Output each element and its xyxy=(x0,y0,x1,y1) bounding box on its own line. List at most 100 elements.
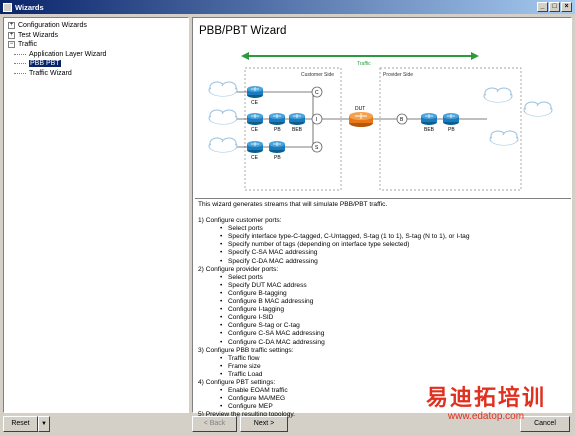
tree-item-test-wizards[interactable]: + Test Wizards xyxy=(6,31,186,41)
customer-cloud-2 xyxy=(208,109,238,125)
description-step: Configure MEP xyxy=(220,403,568,411)
provider-cloud-bottom xyxy=(489,130,519,146)
maximize-button[interactable]: □ xyxy=(549,2,560,12)
traffic-arrow-right-head xyxy=(471,52,479,60)
description-step: Enable EOAM traffic xyxy=(220,387,568,395)
tree-item-application-layer-wizard[interactable]: Application Layer Wizard xyxy=(6,50,186,60)
tree-item-label: Configuration Wizards xyxy=(18,22,87,30)
description-step: Configure B-tagging xyxy=(220,290,568,298)
tree-item-traffic-wizard[interactable]: Traffic Wizard xyxy=(6,69,186,79)
beb-router-icon xyxy=(420,112,438,126)
ce-label: CE xyxy=(251,100,259,106)
expand-icon[interactable]: + xyxy=(8,31,15,39)
description-section-heading: 2) Configure provider ports: xyxy=(198,265,279,273)
description-step: Configure C-DA MAC addressing xyxy=(220,339,568,347)
description-step: Configure I-tagging xyxy=(220,306,568,314)
back-button[interactable]: < Back xyxy=(192,416,237,432)
pb-label: PB xyxy=(448,127,455,133)
cancel-button[interactable]: Cancel xyxy=(520,416,570,432)
customer-cloud-1 xyxy=(208,81,238,97)
description-step: Configure C-SA MAC addressing xyxy=(220,330,568,338)
beb-label: BEB xyxy=(424,127,435,133)
pb-label: PB xyxy=(274,127,281,133)
tree-item-label: PBB PBT xyxy=(29,60,61,68)
description-step: Specify interface type-C-tagged, C-Untag… xyxy=(220,233,568,241)
ce-router-icon xyxy=(246,140,264,154)
description-step: Frame size xyxy=(220,363,568,371)
minimize-button[interactable]: _ xyxy=(537,2,548,12)
expand-icon[interactable]: + xyxy=(8,22,15,30)
description-step: Specify DUT MAC address xyxy=(220,282,568,290)
description-step: Configure MA/MEG xyxy=(220,395,568,403)
dut-router-icon xyxy=(349,112,373,127)
tree-item-pbb-pbt[interactable]: PBB PBT xyxy=(6,59,186,69)
wizard-description: This wizard generates streams that will … xyxy=(195,198,571,418)
tree-item-label: Traffic xyxy=(18,41,38,49)
i-port-label: I xyxy=(316,117,317,123)
description-section-heading: 1) Configure customer ports: xyxy=(198,217,282,225)
next-button[interactable]: Next > xyxy=(240,416,288,432)
pb-router-icon xyxy=(268,140,286,154)
c-port-label: C xyxy=(315,90,319,96)
collapse-icon[interactable]: − xyxy=(8,41,15,49)
s-port-marker xyxy=(311,141,323,153)
window-title: Wizards xyxy=(15,2,44,12)
wizard-content-pane: PBB/PBT Wizard Traffic Customer Side Pro… xyxy=(192,17,572,418)
description-step: Configure B MAC addressing xyxy=(220,298,568,306)
reset-button[interactable]: Reset xyxy=(3,416,38,432)
ce-router-icon xyxy=(246,85,264,99)
description-step-list: Select portsSpecify DUT MAC addressConfi… xyxy=(198,274,568,347)
description-section-heading: 3) Configure PBB traffic settings: xyxy=(198,346,294,354)
chevron-down-icon: ▼ xyxy=(41,421,47,427)
description-step-list: Select portsSpecify interface type-C-tag… xyxy=(198,225,568,266)
provider-cloud-mid xyxy=(523,101,553,117)
description-section-heading: 4) Configure PBT settings: xyxy=(198,378,276,386)
description-step: Configure I-SID xyxy=(220,314,568,322)
reset-dropdown-button[interactable]: ▼ xyxy=(38,416,50,432)
wizard-footer: Reset ▼ < Back Next > Cancel xyxy=(0,416,575,436)
description-step: Specify C-DA MAC addressing xyxy=(220,258,568,266)
i-port-marker xyxy=(311,113,323,125)
b-port-label: B xyxy=(400,117,404,123)
description-step-list: Traffic flowFrame sizeTraffic Load xyxy=(198,355,568,379)
tree-item-label: Application Layer Wizard xyxy=(29,50,107,58)
ce-router-icon xyxy=(246,112,264,126)
traffic-arrow-left-head xyxy=(241,52,249,60)
page-title: PBB/PBT Wizard xyxy=(199,25,287,37)
traffic-label: Traffic xyxy=(357,61,371,67)
close-button[interactable]: × xyxy=(561,2,572,12)
description-step: Configure S-tag or C-tag xyxy=(220,322,568,330)
description-step-list: Enable EOAM trafficConfigure MA/MEGConfi… xyxy=(198,387,568,411)
pb-router-icon xyxy=(268,112,286,126)
description-step: Specify number of tags (depending on int… xyxy=(220,241,568,249)
pb-label: PB xyxy=(274,155,281,161)
pb-router-icon xyxy=(442,112,460,126)
beb-label: BEB xyxy=(292,127,303,133)
description-step: Select ports xyxy=(220,274,568,282)
description-step: Traffic flow xyxy=(220,355,568,363)
customer-cloud-3 xyxy=(208,137,238,153)
customer-side-label: Customer Side xyxy=(301,72,334,78)
tree-item-label: Test Wizards xyxy=(18,31,59,39)
c-port-marker xyxy=(311,86,323,98)
description-section-heading: 5) Preview the resulting topology. xyxy=(198,411,296,419)
ce-label: CE xyxy=(251,127,259,133)
app-icon xyxy=(3,2,12,12)
tree-item-configuration-wizards[interactable]: + Configuration Wizards xyxy=(6,21,186,31)
tree-item-label: Traffic Wizard xyxy=(29,69,72,77)
provider-cloud-top xyxy=(483,87,513,103)
s-port-label: S xyxy=(315,145,319,151)
window-titlebar[interactable]: Wizards _ □ × xyxy=(0,0,575,14)
beb-router-icon xyxy=(288,112,306,126)
description-step: Traffic Load xyxy=(220,371,568,379)
pbb-pbt-topology-diagram: Traffic Customer Side Provider Side CE C… xyxy=(208,52,553,191)
tree-item-traffic[interactable]: − Traffic xyxy=(6,40,186,50)
wizard-tree[interactable]: + Configuration Wizards + Test Wizards −… xyxy=(3,17,189,413)
customer-side-box xyxy=(244,67,342,191)
description-intro: This wizard generates streams that will … xyxy=(198,201,388,208)
provider-side-box xyxy=(379,67,522,191)
dut-label: DUT xyxy=(355,106,365,112)
provider-side-label: Provider Side xyxy=(383,72,413,78)
b-port-marker xyxy=(396,113,408,125)
ce-label: CE xyxy=(251,155,259,161)
